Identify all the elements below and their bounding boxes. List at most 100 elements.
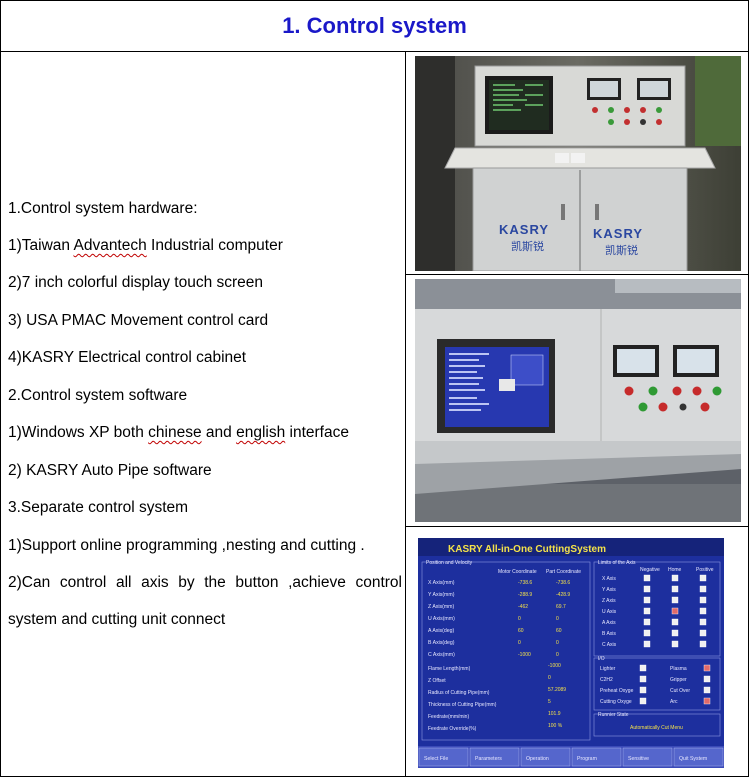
- param-label: Feedrate(mm/min): [428, 714, 469, 720]
- param-value: 100 %: [548, 723, 563, 729]
- row-separator: [406, 274, 749, 275]
- brand-left: KASRY: [499, 222, 549, 237]
- limit-indicator: [699, 574, 707, 582]
- limit-indicator: [699, 629, 707, 637]
- cabinet-illustration: KASRY 凯斯锐 KASRY 凯斯锐: [415, 56, 741, 271]
- io-label: Gripper: [670, 677, 687, 683]
- limit-indicator: [671, 629, 679, 637]
- line-touchscreen: 2)7 inch colorful display touch screen: [8, 274, 264, 291]
- software-tab-label: Program: [577, 756, 597, 762]
- panel-illustration: [415, 279, 741, 522]
- part-value: 0: [556, 652, 559, 658]
- part-value: -738.6: [556, 580, 570, 586]
- spell-mark-advantech: Advantech: [73, 237, 147, 254]
- limit-indicator: [671, 618, 679, 626]
- line-button-control: 2)Can control all axis by the button ,ac…: [8, 574, 402, 591]
- axis-label: B Axis(deg): [428, 640, 455, 646]
- axis-label: A Axis(deg): [428, 628, 455, 634]
- line-pmac: 3) USA PMAC Movement control card: [8, 312, 269, 329]
- limit-axis-label: C Axis: [602, 642, 617, 648]
- io-indicator: [703, 686, 711, 694]
- io-label: Cutting Oxyge: [600, 699, 632, 705]
- group-runstate-label: Runnier State: [598, 712, 629, 718]
- brand-left-cn: 凯斯锐: [511, 239, 544, 253]
- io-indicator: [639, 697, 647, 705]
- text-cell: 1.Control system hardware: 1)Taiwan Adva…: [0, 52, 406, 777]
- param-label: Radius of Cutting Pipe(mm): [428, 690, 490, 696]
- param-label: Z Offset: [428, 678, 446, 684]
- line-computer-post: Industrial computer: [146, 237, 283, 254]
- limit-indicator: [671, 585, 679, 593]
- axis-label: U Axis(mm): [428, 616, 455, 622]
- limit-indicator: [643, 629, 651, 637]
- limit-axis-label: A Axis: [602, 620, 616, 626]
- motor-value: 0: [518, 616, 521, 622]
- param-value: 57.2089: [548, 687, 566, 693]
- limit-indicator: [671, 640, 679, 648]
- io-indicator: [703, 697, 711, 705]
- run-state-value: Automatically Cut Menu: [630, 725, 683, 731]
- motor-value: -462: [518, 604, 528, 610]
- motor-value: 0: [518, 640, 521, 646]
- param-value: -1000: [548, 663, 561, 669]
- limit-indicator: [643, 640, 651, 648]
- io-indicator: [703, 664, 711, 672]
- software-tab: [622, 747, 673, 767]
- io-indicator: [639, 686, 647, 694]
- limit-indicator: [699, 596, 707, 604]
- software-tab: [418, 747, 469, 767]
- motor-value: -1000: [518, 652, 531, 658]
- line-separate-heading: 3.Separate control system: [8, 499, 189, 516]
- limit-indicator: [671, 596, 679, 604]
- brand-right: KASRY: [593, 226, 643, 241]
- line-connect: system and cutting unit connect: [8, 611, 226, 628]
- software-tab: [520, 747, 571, 767]
- line-windows-mid: and: [201, 424, 237, 441]
- software-tab: [673, 747, 724, 767]
- motor-value: -738.6: [518, 580, 532, 586]
- part-value: -428.9: [556, 592, 570, 598]
- motor-value: 60: [518, 628, 524, 634]
- limit-indicator: [643, 607, 651, 615]
- software-tab: [469, 747, 520, 767]
- io-indicator: [703, 675, 711, 683]
- group-position-label: Position and Velocity: [426, 560, 473, 566]
- spell-mark-chinese: chinese: [148, 424, 202, 441]
- limit-axis-label: U Axis: [602, 609, 617, 615]
- app-title: KASRY All-in-One CuttingSystem: [448, 544, 606, 555]
- limit-indicator: [671, 574, 679, 582]
- spell-mark-english: english: [236, 424, 286, 441]
- part-value: 69.7: [556, 604, 566, 610]
- limit-indicator: [699, 585, 707, 593]
- software-tab-label: Parameters: [475, 756, 502, 762]
- axis-label: Z Axis(mm): [428, 604, 454, 610]
- part-value: 0: [556, 640, 559, 646]
- io-label: C2H2: [600, 677, 613, 683]
- software-tab-label: Select File: [424, 756, 448, 762]
- software-tab-label: Quit System: [679, 756, 707, 762]
- io-label: Plasma: [670, 666, 687, 672]
- software-screen-photo: KASRY All-in-One CuttingSystem Position …: [418, 538, 724, 768]
- limit-indicator: [699, 618, 707, 626]
- row-separator: [406, 526, 749, 527]
- page-title: 1. Control system: [282, 12, 467, 38]
- line-computer-pre: 1)Taiwan: [8, 237, 74, 254]
- limit-axis-label: Z Axis: [602, 598, 616, 604]
- limit-axis-label: Y Axis: [602, 587, 616, 593]
- param-value: 0: [548, 675, 551, 681]
- io-label: Preheat Oxyge: [600, 688, 634, 694]
- param-label: Thickness of Cutting Pipe(mm): [428, 702, 497, 708]
- line-windows-pre: 1)Windows XP both: [8, 424, 149, 441]
- line-hardware-heading: 1.Control system hardware:: [8, 200, 198, 217]
- limit-col-label: Positive: [696, 567, 714, 573]
- param-label: Feedrate Override(%): [428, 726, 477, 732]
- brand-right-cn: 凯斯锐: [605, 243, 638, 257]
- group-io-label: I/O: [598, 656, 605, 662]
- line-windows: 1)Windows XP both chinese and english in…: [8, 424, 349, 442]
- title-bar: 1. Control system: [0, 0, 749, 52]
- position-rows: X Axis(mm)-738.6-738.6Y Axis(mm)-288.9-4…: [428, 580, 570, 658]
- software-tab-label: Operation: [526, 756, 549, 762]
